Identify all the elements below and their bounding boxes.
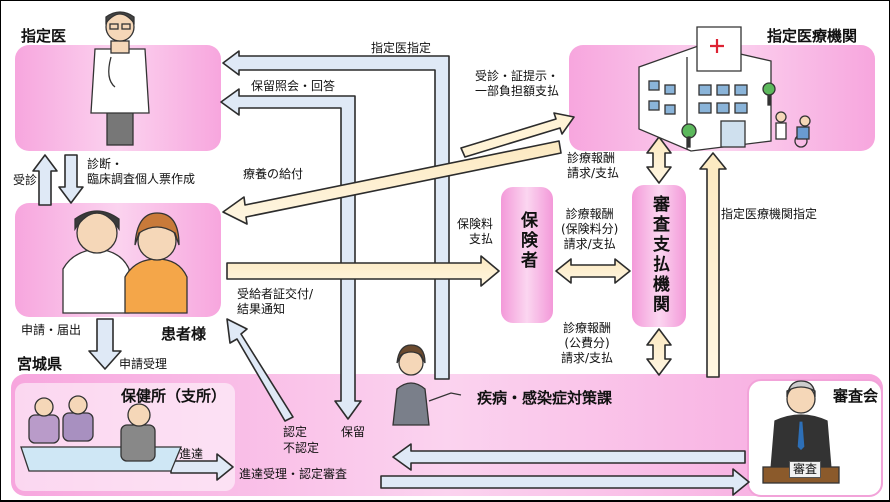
arrow-visit (32, 154, 58, 206)
arrow-board-send (380, 468, 750, 496)
arrow-cert (226, 318, 294, 422)
review-payment-box (632, 185, 686, 327)
arrow-institution-designation (699, 152, 727, 378)
review-payment-title: 審査支払機関 (649, 195, 669, 315)
label-fee-claim-insurance: 診療報酬 (保険料分) 請求/支払 (561, 207, 619, 251)
label-apply-accept: 申請受理 (119, 357, 168, 371)
label-forward-review: 進達受理・認定審査 (239, 467, 348, 481)
label-fee-claim-public: 診療報酬 (公費分) 請求/支払 (561, 321, 614, 365)
patient-title: 患者様 (161, 325, 207, 343)
label-hold-inquiry: 保留照会・回答 (251, 79, 336, 93)
health-center-title: 保健所（支所） (121, 387, 227, 405)
label-not-approved: 不認定 (283, 441, 320, 455)
label-apply: 申請・届出 (21, 323, 82, 337)
label-hold: 保留 (341, 425, 366, 439)
label-fee-claim-top: 診療報酬 請求/支払 (567, 151, 620, 180)
arrow-insurer-payment (555, 258, 631, 284)
doctor-illustration (90, 11, 150, 146)
designated-institution-title: 指定医療機関 (767, 27, 858, 45)
label-visit: 受診 (13, 173, 38, 187)
arrow-doctor-designation (222, 50, 450, 380)
review-board-title: 審査会 (833, 387, 879, 405)
label-diagnosis: 診断・ 臨床調査個人票作成 (87, 157, 196, 186)
arrow-forward (170, 453, 234, 481)
label-cert-issue: 受給者証交付/ 結果通知 (237, 287, 314, 316)
arrow-medical-benefit (222, 140, 562, 225)
insurer-box (501, 187, 553, 323)
label-review-sign: 審査 (789, 461, 822, 478)
label-forward: 進達 (179, 447, 204, 461)
arrow-premium (226, 255, 500, 287)
arrow-apply (88, 318, 122, 370)
health-center-illustration (20, 395, 182, 472)
designated-doctor-title: 指定医 (21, 27, 67, 45)
arrow-board-return (392, 443, 746, 471)
label-consult-copay: 受診・証提示・ 一部負担額支払 (475, 69, 560, 98)
label-medical-benefit: 療養の給付 (243, 167, 304, 181)
label-doctor-designation: 指定医指定 (371, 41, 432, 55)
arrow-institution-payment (646, 136, 672, 184)
label-institution-designation: 指定医療機関指定 (721, 207, 818, 221)
arrow-consult (460, 112, 575, 158)
official-illustration (392, 344, 462, 426)
arrow-division-payment (646, 328, 672, 376)
label-premium: 保険料 支払 (457, 217, 494, 246)
disease-division-title: 疾病・感染症対策課 (477, 389, 613, 407)
miyagi-title: 宮城県 (17, 355, 63, 373)
arrow-hold-inquiry (220, 88, 362, 420)
label-approved: 認定 (283, 425, 308, 439)
insurer-title: 保険者 (517, 211, 537, 271)
arrow-diagnosis (58, 154, 84, 204)
hospital-illustration (638, 26, 811, 152)
patients-illustration (62, 210, 188, 314)
